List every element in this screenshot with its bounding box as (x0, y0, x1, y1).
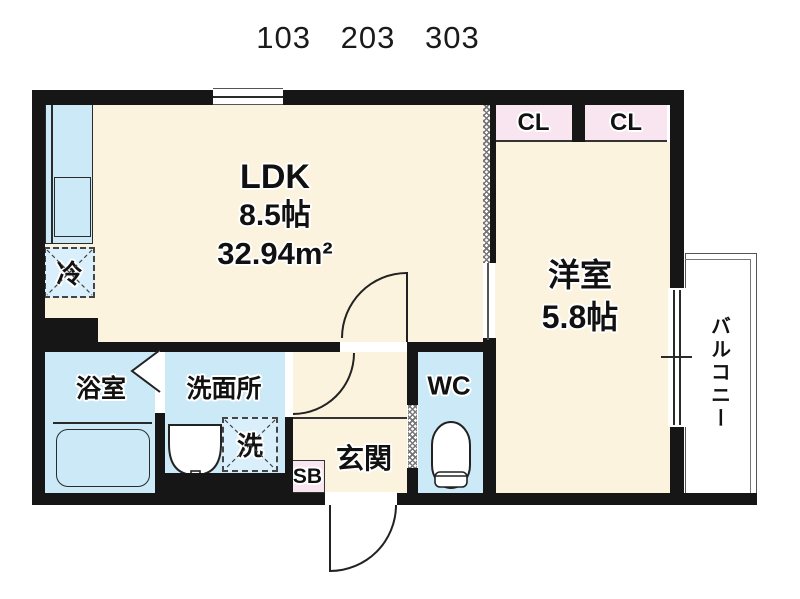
washer-x-lines (224, 419, 276, 470)
unit-numbers: 103 203 303 (256, 20, 480, 55)
wall-wc-western (483, 338, 496, 495)
shoebox-label: SB (292, 464, 323, 488)
wall-washroom-hall (285, 417, 293, 495)
entrance-label: 玄関 (335, 443, 393, 474)
western-room-label-block: 洋室 5.8帖 (542, 255, 619, 337)
folding-door-wc (408, 405, 417, 468)
closet-left-label: CL (517, 108, 550, 136)
entrance-opening (325, 492, 397, 505)
washer-space: 洗 (222, 417, 278, 472)
wall-closet-divider (572, 105, 585, 142)
wall-ldk-western-post (490, 105, 496, 263)
balcony-label: バルコニー (707, 315, 730, 431)
wall-bath-washroom (155, 413, 165, 495)
wall-ldk-corner-notch (32, 318, 98, 344)
refrigerator-label: 冷 (56, 259, 83, 289)
ldk-label: LDK (240, 158, 310, 196)
ldk-door-leaf (406, 272, 408, 342)
wall-hall-wc-lower (407, 468, 418, 495)
balcony-inner-line (685, 259, 751, 493)
closet-right-box: CL (585, 105, 667, 142)
kitchen-sink (54, 177, 91, 237)
wall-washroom-bottom (155, 473, 293, 495)
refrigerator-space: 冷 (44, 247, 95, 298)
wall-ldk-bottom (32, 342, 495, 352)
western-room-label: 洋室 (547, 257, 612, 293)
closet-right-label: CL (610, 108, 642, 136)
western-room-floor (495, 142, 670, 493)
wall-hall-wc-upper (407, 352, 418, 405)
toilet-icon (431, 421, 471, 489)
western-room-tatami: 5.8帖 (541, 298, 619, 335)
ldk-door-opening (340, 342, 407, 352)
ldk-label-block: LDK 8.5帖 32.94m² (217, 158, 332, 272)
entrance-step-line (293, 417, 407, 419)
ldk-floor (45, 105, 483, 342)
bath-folding-door-icon (130, 349, 161, 393)
entrance-door-swing-arc (330, 505, 397, 572)
wc-label: WC (427, 370, 471, 401)
bathtub-edge-line (53, 422, 152, 424)
wall-left (32, 90, 45, 505)
bathroom-label: 浴室 (75, 375, 127, 403)
washroom-label: 洗面所 (186, 375, 262, 403)
ldk-tatami: 8.5帖 (239, 199, 311, 233)
ldk-area: 32.94m² (217, 235, 333, 271)
open-passage-line (487, 263, 489, 340)
window-top-center-line (213, 96, 283, 98)
shoebox-box: SB (290, 460, 325, 493)
wall-top (32, 90, 684, 105)
refrigerator-x-lines (46, 249, 93, 296)
kitchen-counter (45, 100, 93, 244)
closet-left-box: CL (495, 105, 572, 142)
bathtub (56, 429, 150, 487)
kitchen-counter-edge-line (51, 101, 53, 243)
window-balcony-tick (661, 356, 692, 358)
sliding-door-ldk-western (483, 105, 490, 263)
